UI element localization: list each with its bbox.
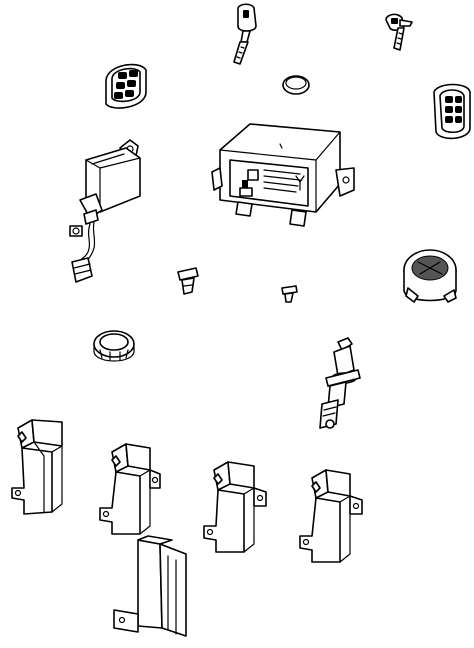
antenna-module [69,139,141,283]
ignition-switch [403,249,457,303]
key-blade-small [385,13,413,51]
key-fob-blade [233,3,257,65]
push-clip-small [281,285,298,303]
lock-ring [93,330,135,362]
coin-battery [282,75,310,95]
mount-bracket-3 [203,461,267,553]
remote-fob-right [433,83,471,140]
mount-bracket-5 [113,535,187,637]
mount-bracket-1 [11,419,63,515]
mount-bracket-4 [299,469,363,563]
lock-cylinder [319,337,361,429]
remote-fob-left [105,63,147,109]
push-clip-large [177,267,199,295]
mount-bracket-2 [99,443,161,535]
control-module [211,123,355,227]
